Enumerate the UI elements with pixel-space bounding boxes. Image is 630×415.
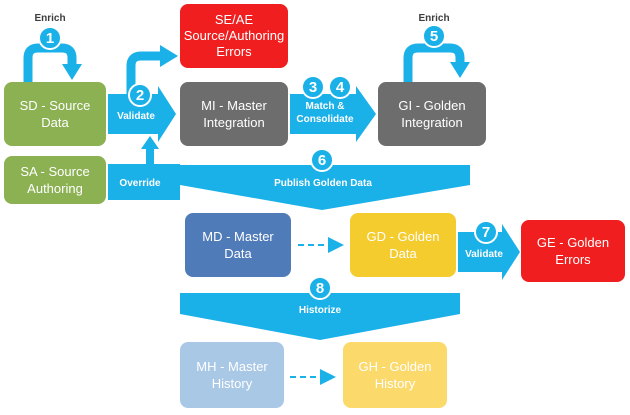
step-badge-3: 3 (301, 75, 325, 99)
mh-master-history-box: MH - Master History (180, 342, 284, 408)
gd-golden-data-box: GD - Golden Data (350, 213, 456, 277)
step-badge-6: 6 (310, 148, 334, 172)
svg-text:7: 7 (482, 224, 490, 241)
sa-line-2: Authoring (27, 181, 83, 196)
mi-master-integration-box: MI - Master Integration (180, 82, 288, 146)
gd-line-1: GD - Golden (367, 229, 440, 244)
step-badge-5: 5 (422, 24, 446, 48)
md-line-1: MD - Master (202, 229, 274, 244)
gi-line-2: Integration (401, 115, 462, 130)
gh-line-2: History (375, 376, 416, 391)
sd-line-1: SD - Source (20, 98, 91, 113)
match-consolidate-arrow: Match & Consolidate (290, 86, 376, 142)
svg-text:5: 5 (430, 28, 438, 45)
enrich-label-1: Enrich (34, 13, 65, 24)
gd-line-2: Data (389, 246, 417, 261)
override-arrow: Override (108, 164, 180, 200)
md-line-2: Data (224, 246, 252, 261)
step-badge-4: 4 (328, 75, 352, 99)
historize-label: Historize (299, 305, 342, 316)
svg-text:4: 4 (336, 79, 345, 96)
gh-golden-history-box: GH - Golden History (343, 342, 447, 408)
ge-line-1: GE - Golden (537, 235, 609, 250)
validate-label: Validate (117, 111, 155, 122)
enrich-loop-arrow-1 (23, 43, 82, 82)
sa-line-1: SA - Source (20, 164, 89, 179)
enrich-label-5: Enrich (418, 13, 449, 24)
svg-text:8: 8 (316, 280, 324, 297)
override-label: Override (119, 178, 161, 189)
se-ae-errors-box: SE/AE Source/Authoring Errors (180, 4, 288, 68)
mi-line-2: Integration (203, 115, 264, 130)
step-badge-1: 1 (38, 26, 62, 50)
match-label-line-2: Consolidate (296, 114, 354, 125)
step-badge-2: 2 (128, 83, 152, 107)
validate-arrow-7: Validate (458, 224, 520, 280)
enrich-loop-arrow-5 (403, 43, 470, 82)
mh-line-2: History (212, 376, 253, 391)
svg-text:6: 6 (318, 152, 326, 169)
svg-text:2: 2 (136, 87, 144, 104)
historize-arrow: Historize (180, 293, 460, 340)
svg-text:1: 1 (46, 30, 54, 47)
to-errors-arrow (126, 45, 178, 94)
override-up-arrow (141, 136, 159, 164)
gi-line-1: GI - Golden (398, 98, 465, 113)
gh-line-1: GH - Golden (359, 359, 432, 374)
publish-label: Publish Golden Data (274, 178, 372, 189)
gi-golden-integration-box: GI - Golden Integration (378, 82, 486, 146)
match-label-line-1: Match & (306, 101, 345, 112)
sa-source-authoring-box: SA - Source Authoring (4, 156, 106, 204)
se-line-2: Source/Authoring (184, 28, 284, 43)
sd-source-data-box: SD - Source Data (4, 82, 106, 146)
ge-line-2: Errors (555, 252, 591, 267)
validate-arrow: Validate (108, 86, 176, 142)
step-badge-8: 8 (308, 276, 332, 300)
md-master-data-box: MD - Master Data (185, 213, 291, 277)
se-line-3: Errors (216, 44, 252, 59)
step-badge-7: 7 (474, 220, 498, 244)
svg-text:3: 3 (309, 79, 317, 96)
se-line-1: SE/AE (215, 12, 254, 27)
mi-line-1: MI - Master (201, 98, 267, 113)
validate-7-label: Validate (465, 249, 503, 260)
ge-golden-errors-box: GE - Golden Errors (521, 220, 625, 282)
mh-line-1: MH - Master (196, 359, 268, 374)
sd-line-2: Data (41, 115, 69, 130)
publish-golden-data-arrow: Publish Golden Data (180, 165, 470, 210)
